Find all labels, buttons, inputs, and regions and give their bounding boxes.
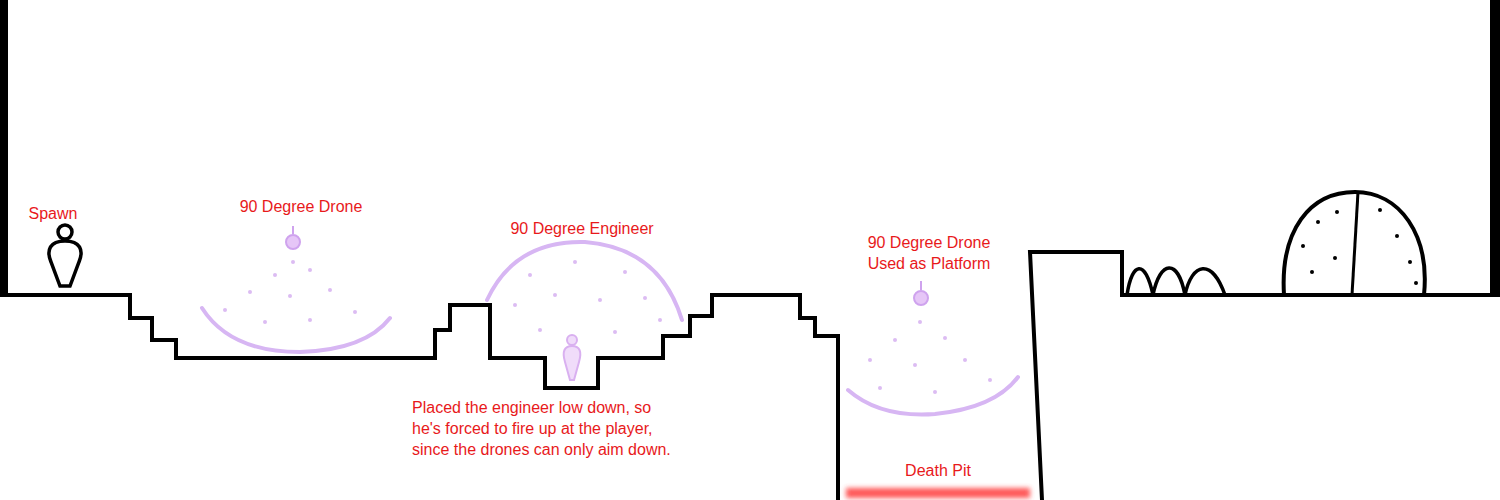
range-dots <box>223 260 992 394</box>
spike-hazard <box>1127 268 1225 295</box>
enemy-label: 90 Degree Drone Used as Platform <box>859 232 999 274</box>
enemy-label: 90 Degree Drone <box>211 196 391 217</box>
spawn-label: Spawn <box>13 203 93 224</box>
terrain-line <box>1030 252 1490 500</box>
engineer-symbol <box>564 335 581 380</box>
frame-edge <box>1490 0 1500 297</box>
drone-range <box>848 377 1018 415</box>
enemy-label: 90 Degree Engineer <box>482 218 682 239</box>
engineer-range <box>487 242 682 320</box>
design-note: Placed the engineer low down, so he's fo… <box>412 397 684 460</box>
frame-edge <box>0 0 8 297</box>
drone-range <box>202 308 390 352</box>
exit-dome <box>1284 192 1425 295</box>
drone-symbol <box>286 226 300 249</box>
player-figure <box>49 225 81 286</box>
terrain-line <box>0 295 838 500</box>
drone-symbol <box>914 281 928 305</box>
death-pit <box>846 488 1030 498</box>
hazard-label: Death Pit <box>878 460 998 481</box>
